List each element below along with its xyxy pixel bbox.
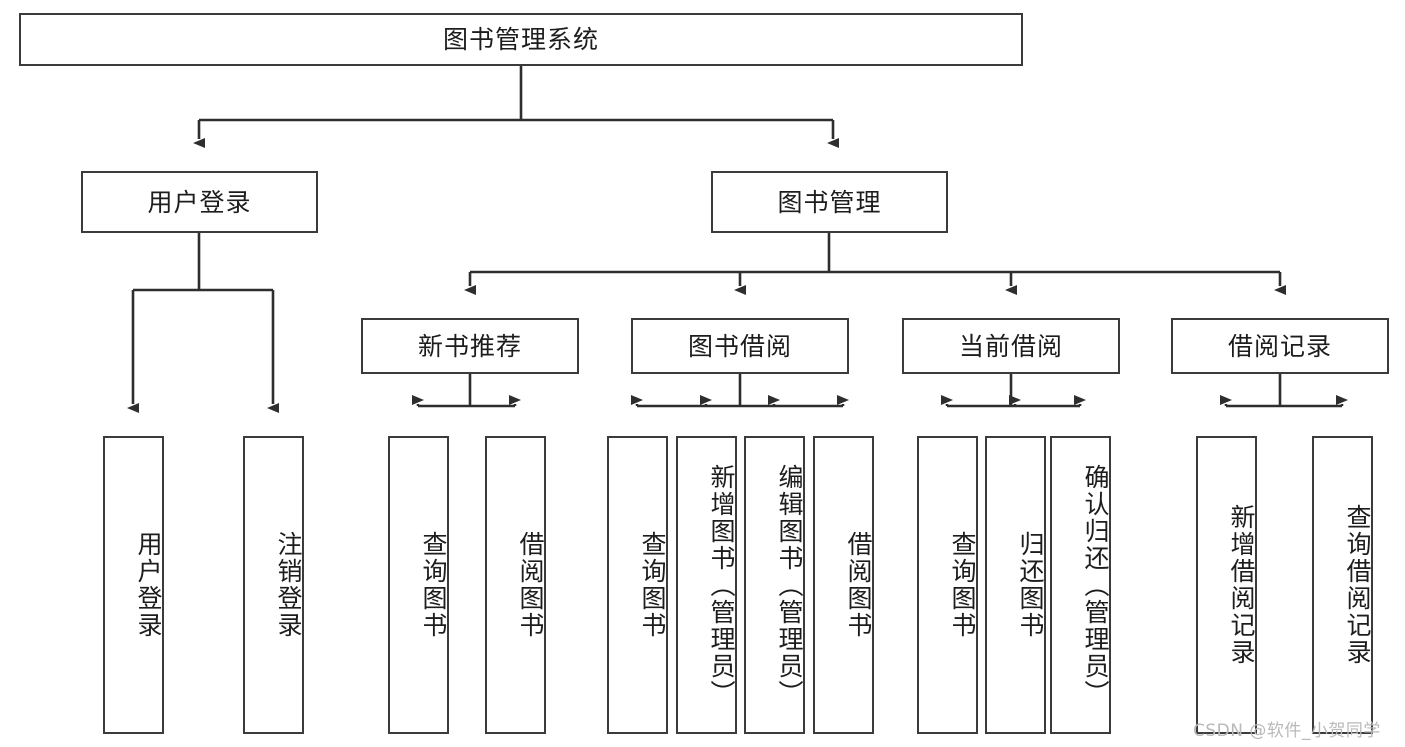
node-borrow-add-book-label: 新增图书（管理员） xyxy=(707,463,736,707)
node-borrow-record-label: 借阅记录 xyxy=(1227,331,1332,361)
node-recommend-query-book-label: 查询图书 xyxy=(419,531,448,639)
node-borrow-edit-book[interactable]: 编辑图书（管理员） xyxy=(744,436,805,734)
node-record-query-label: 查询借阅记录 xyxy=(1343,504,1372,666)
node-borrow-lend-book[interactable]: 借阅图书 xyxy=(813,436,874,734)
node-user-login-do-label: 用户登录 xyxy=(134,531,163,639)
node-current-borrow-label: 当前借阅 xyxy=(958,331,1063,361)
node-user-login-do[interactable]: 用户登录 xyxy=(103,436,164,734)
node-borrow-query-book-label: 查询图书 xyxy=(638,531,667,639)
node-user-logout[interactable]: 注销登录 xyxy=(243,436,304,734)
node-record-add-label: 新增借阅记录 xyxy=(1227,504,1256,666)
node-record-add[interactable]: 新增借阅记录 xyxy=(1196,436,1257,734)
node-current-confirm-return-label: 确认归还（管理员） xyxy=(1081,463,1110,707)
node-borrow-query-book[interactable]: 查询图书 xyxy=(607,436,668,734)
node-new-book-recommend-label: 新书推荐 xyxy=(417,331,522,361)
node-user-login[interactable]: 用户登录 xyxy=(81,171,318,233)
node-new-book-recommend[interactable]: 新书推荐 xyxy=(361,318,579,374)
node-current-confirm-return[interactable]: 确认归还（管理员） xyxy=(1050,436,1111,734)
node-record-query[interactable]: 查询借阅记录 xyxy=(1312,436,1373,734)
node-recommend-borrow-book-label: 借阅图书 xyxy=(516,531,545,639)
node-book-manage-label: 图书管理 xyxy=(777,187,882,217)
node-book-manage[interactable]: 图书管理 xyxy=(711,171,948,233)
node-current-return-book-label: 归还图书 xyxy=(1016,531,1045,639)
node-current-query-book-label: 查询图书 xyxy=(948,531,977,639)
node-root-label: 图书管理系统 xyxy=(442,25,599,54)
node-user-login-label: 用户登录 xyxy=(147,187,252,217)
node-current-query-book[interactable]: 查询图书 xyxy=(917,436,978,734)
node-book-borrow-label: 图书借阅 xyxy=(687,331,792,361)
node-recommend-borrow-book[interactable]: 借阅图书 xyxy=(485,436,546,734)
node-current-return-book[interactable]: 归还图书 xyxy=(985,436,1046,734)
node-current-borrow[interactable]: 当前借阅 xyxy=(902,318,1120,374)
watermark: CSDN @软件_小贺同学 xyxy=(1193,721,1381,741)
node-user-logout-label: 注销登录 xyxy=(274,531,303,639)
node-root[interactable]: 图书管理系统 xyxy=(19,13,1023,66)
node-book-borrow[interactable]: 图书借阅 xyxy=(631,318,849,374)
node-recommend-query-book[interactable]: 查询图书 xyxy=(388,436,449,734)
node-borrow-lend-book-label: 借阅图书 xyxy=(844,531,873,639)
node-borrow-add-book[interactable]: 新增图书（管理员） xyxy=(676,436,737,734)
node-borrow-record[interactable]: 借阅记录 xyxy=(1171,318,1389,374)
node-borrow-edit-book-label: 编辑图书（管理员） xyxy=(775,463,804,707)
